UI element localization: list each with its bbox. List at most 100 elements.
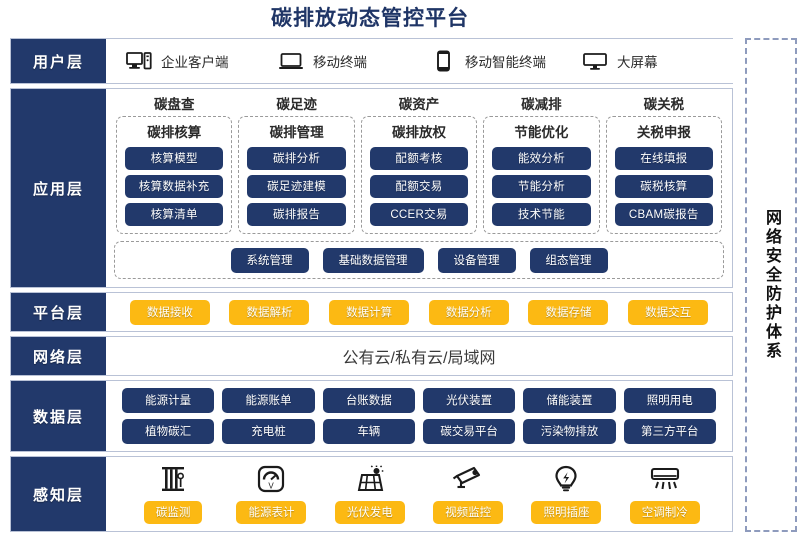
layer-user-body: 企业客户端 移动终端	[106, 39, 740, 83]
user-item-label: 大屏幕	[617, 55, 658, 70]
sense-item-air-conditioning[interactable]: 空调制冷	[619, 462, 711, 524]
data-chip[interactable]: 第三方平台	[623, 419, 716, 444]
layer-sensing: 感知层 碳监测	[10, 456, 733, 532]
app-item-button[interactable]: CCER交易	[369, 203, 469, 226]
platform-chip[interactable]: 数据解析	[229, 299, 310, 325]
app-item-button[interactable]: 配额考核	[369, 147, 469, 170]
layer-network-label: 网络层	[11, 337, 106, 375]
app-group-box: 节能优化 能效分析 节能分析 技术节能	[483, 116, 600, 234]
app-group-subtitle: 碳排放权	[392, 125, 447, 140]
layer-data-label: 数据层	[11, 381, 106, 451]
platform-chip[interactable]: 数据存储	[528, 299, 609, 325]
app-item-button[interactable]: 配额交易	[369, 175, 469, 198]
platform-chip[interactable]: 数据计算	[329, 299, 410, 325]
layer-data-body: 能源计量 能源账单 台账数据 光伏装置 储能装置 照明用电 植物碳汇 充电桩 车…	[106, 381, 732, 451]
svg-text:V: V	[269, 482, 275, 491]
network-text: 公有云/私有云/局域网	[342, 350, 496, 367]
app-group-subtitle: 碳排核算	[147, 125, 202, 140]
app-common-button[interactable]: 设备管理	[437, 247, 516, 273]
laptop-icon	[278, 51, 304, 71]
large-screen-icon	[582, 51, 608, 71]
sense-item-label: 能源表计	[236, 501, 307, 524]
app-common-button[interactable]: 组态管理	[529, 247, 608, 273]
data-chip[interactable]: 植物碳汇	[122, 419, 215, 444]
app-group-box: 关税申报 在线填报 碳税核算 CBAM碳报告	[605, 116, 723, 234]
app-group-title: 碳关税	[643, 97, 685, 112]
app-item-button[interactable]: 碳足迹建模	[247, 175, 346, 198]
app-item-button[interactable]: 核算模型	[125, 147, 224, 170]
security-band: 网络安全防护体系	[745, 38, 797, 532]
app-group-carbon-footprint: 碳足迹 碳排管理 碳排分析 碳足迹建模 碳排报告	[238, 93, 355, 234]
app-item-button[interactable]: 节能分析	[492, 175, 591, 198]
data-chip[interactable]: 照明用电	[623, 388, 716, 413]
data-chip[interactable]: 能源计量	[122, 388, 215, 413]
app-item-button[interactable]: 碳税核算	[614, 175, 714, 198]
user-item-label: 移动终端	[313, 55, 367, 70]
app-group-carbon-reduction: 碳减排 节能优化 能效分析 节能分析 技术节能	[483, 93, 600, 234]
app-group-box: 碳排放权 配额考核 配额交易 CCER交易	[360, 116, 478, 234]
user-item-label: 移动智能终端	[465, 55, 546, 70]
layer-sensing-label: 感知层	[11, 457, 106, 531]
app-group-subtitle: 关税申报	[636, 125, 691, 140]
air-conditioner-icon	[649, 462, 681, 496]
sense-item-label: 光伏发电	[334, 501, 405, 524]
data-chip[interactable]: 光伏装置	[422, 388, 516, 413]
app-group-box: 碳排核算 核算模型 核算数据补充 核算清单	[116, 116, 233, 234]
sense-item-label: 视频监控	[433, 501, 504, 524]
data-chip[interactable]: 能源账单	[222, 388, 315, 413]
layer-application: 应用层 碳盘查 碳排核算 核算模型 核算数据补充 核算清单 碳足迹 碳排管理	[10, 88, 733, 288]
app-group-title: 碳资产	[398, 97, 440, 112]
carbon-monitor-icon	[158, 462, 188, 496]
app-item-button[interactable]: 在线填报	[614, 147, 714, 170]
sense-item-video-surveillance[interactable]: 视频监控	[422, 462, 514, 524]
user-item-smart-mobile-terminal[interactable]: 移动智能终端	[430, 50, 582, 72]
user-item-label: 企业客户端	[161, 55, 229, 70]
smartphone-icon	[430, 50, 456, 72]
data-chip[interactable]: 碳交易平台	[422, 419, 516, 444]
app-item-button[interactable]: 核算数据补充	[125, 175, 224, 198]
data-chip[interactable]: 污染物排放	[523, 419, 616, 444]
data-chip[interactable]: 车辆	[322, 419, 415, 444]
sense-item-lighting-socket[interactable]: 照明插座	[520, 462, 612, 524]
app-group-subtitle: 碳排管理	[269, 125, 324, 140]
layer-network-body: 公有云/私有云/局域网	[106, 337, 732, 375]
app-item-button[interactable]: CBAM碳报告	[614, 203, 714, 226]
light-bulb-icon	[552, 462, 580, 496]
user-item-mobile-terminal[interactable]: 移动终端	[278, 51, 430, 71]
data-chip[interactable]: 储能装置	[523, 388, 616, 413]
app-item-button[interactable]: 技术节能	[492, 203, 591, 226]
data-chip[interactable]: 台账数据	[322, 388, 415, 413]
app-group-title: 碳减排	[521, 97, 562, 112]
sense-item-label: 碳监测	[143, 501, 203, 524]
layer-user-label: 用户层	[11, 39, 106, 83]
app-common-button[interactable]: 系统管理	[230, 247, 309, 273]
app-common-button[interactable]: 基础数据管理	[322, 247, 424, 273]
app-group-title: 碳盘查	[153, 97, 195, 112]
sense-item-carbon-monitor[interactable]: 碳监测	[127, 462, 219, 524]
layer-application-label: 应用层	[11, 89, 106, 287]
sense-item-solar-power[interactable]: 光伏发电	[324, 462, 416, 524]
user-item-large-screen[interactable]: 大屏幕	[582, 51, 734, 71]
platform-chip[interactable]: 数据交互	[628, 299, 709, 325]
layer-platform-body: 数据接收 数据解析 数据计算 数据分析 数据存储 数据交互	[106, 293, 732, 331]
app-item-button[interactable]: 碳排报告	[247, 203, 346, 226]
layer-data: 数据层 能源计量 能源账单 台账数据 光伏装置 储能装置 照明用电 植物碳汇 充…	[10, 380, 733, 452]
desktop-tower-icon	[126, 51, 152, 71]
layer-user: 用户层 企业客户端	[10, 38, 740, 84]
app-group-title: 碳足迹	[276, 97, 317, 112]
app-item-button[interactable]: 能效分析	[492, 147, 591, 170]
data-chip[interactable]: 充电桩	[222, 419, 315, 444]
app-item-button[interactable]: 碳排分析	[247, 147, 346, 170]
app-common-services-box: 系统管理 基础数据管理 设备管理 组态管理	[114, 241, 724, 279]
sense-item-label: 照明插座	[531, 501, 602, 524]
sense-item-energy-meter[interactable]: V 能源表计	[225, 462, 317, 524]
app-item-button[interactable]: 核算清单	[125, 203, 224, 226]
app-group-subtitle: 节能优化	[514, 125, 569, 140]
platform-chip[interactable]: 数据分析	[428, 299, 509, 325]
platform-chip[interactable]: 数据接收	[129, 299, 210, 325]
layer-network: 网络层 公有云/私有云/局域网	[10, 336, 733, 376]
user-item-enterprise-client[interactable]: 企业客户端	[126, 51, 278, 71]
layer-application-body: 碳盘查 碳排核算 核算模型 核算数据补充 核算清单 碳足迹 碳排管理 碳排分析 …	[106, 89, 732, 287]
data-row: 能源计量 能源账单 台账数据 光伏装置 储能装置 照明用电	[122, 388, 716, 413]
